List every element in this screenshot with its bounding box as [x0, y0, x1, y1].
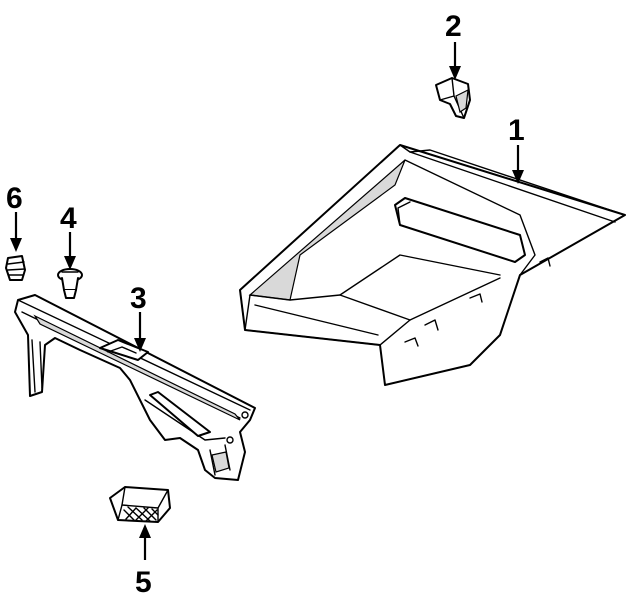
callout-6: 6	[6, 182, 23, 215]
leader-line-1	[512, 145, 524, 184]
part-5-bumper-pad	[109, 486, 171, 523]
part-3-lock-support	[14, 294, 256, 481]
callout-5: 5	[135, 566, 152, 599]
leader-line-6	[10, 212, 22, 252]
callout-2: 2	[445, 10, 462, 43]
callout-4: 4	[60, 202, 77, 235]
callout-3: 3	[130, 282, 147, 315]
leader-line-2	[449, 42, 461, 80]
part-2-bracket-clip	[435, 77, 471, 119]
callout-1: 1	[508, 114, 525, 147]
leader-line-3	[134, 312, 146, 352]
leader-line-4	[64, 232, 76, 270]
leader-line-5	[139, 524, 151, 560]
part-4-push-fastener	[57, 268, 83, 299]
part-6-plug	[5, 255, 26, 281]
part-1-trunk-trim-panel	[239, 144, 626, 386]
